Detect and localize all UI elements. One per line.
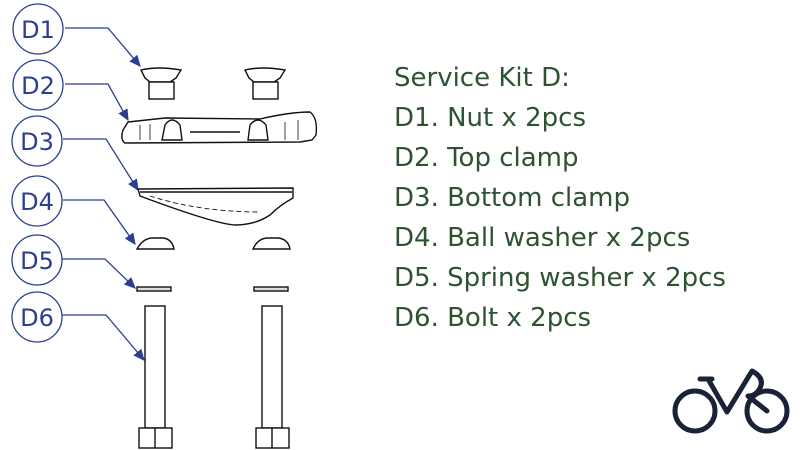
leader-line-d6 — [62, 314, 145, 361]
leader-line-d2 — [65, 83, 129, 122]
exploded-view: D1 D2 D3 D4 D5 D6 — [11, 3, 318, 449]
callout-label-d6: D6 — [20, 304, 54, 332]
top-clamp-part — [121, 111, 318, 144]
nut-part — [243, 67, 287, 100]
callout-label-d3: D3 — [20, 128, 54, 156]
callout-circle-d1 — [12, 3, 64, 55]
callout-circle-d4 — [11, 175, 63, 227]
ball-washer-part — [135, 237, 175, 250]
kit-item-d5: D5. Spring washer x 2pcs — [394, 263, 726, 293]
kit-item-d1: D1. Nut x 2pcs — [394, 103, 587, 133]
callout-circle-d6 — [11, 291, 63, 343]
leader-line-d1 — [65, 27, 141, 67]
callout-label-d4: D4 — [20, 188, 54, 216]
leader-line-d4 — [63, 199, 136, 246]
bottom-clamp-part — [137, 187, 294, 226]
spring-washer-part — [253, 286, 289, 292]
ball-washer-part — [251, 237, 291, 250]
bolt-part — [138, 305, 173, 449]
callout-circle-d5 — [11, 234, 63, 286]
spring-washer-part — [136, 286, 172, 292]
service-kit-list: Service Kit D: D1. Nut x 2pcs D2. Top cl… — [394, 58, 726, 338]
kit-item-d3: D3. Bottom clamp — [394, 183, 631, 213]
kit-title: Service Kit D: — [394, 63, 570, 93]
callout-circle-d3 — [11, 115, 63, 167]
callout-label-d2: D2 — [21, 72, 55, 100]
kit-item-d4: D4. Ball washer x 2pcs — [394, 223, 691, 253]
bolt-part — [255, 305, 290, 449]
bicycle-logo-icon — [672, 368, 790, 434]
leader-line-d5 — [62, 258, 136, 289]
kit-item-d2: D2. Top clamp — [394, 143, 579, 173]
leader-line-d3 — [63, 138, 139, 192]
kit-item-d6: D6. Bolt x 2pcs — [394, 303, 592, 333]
callout-circle-d2 — [12, 59, 64, 111]
callout-label-d1: D1 — [21, 16, 55, 44]
nut-part — [139, 67, 183, 100]
callout-label-d5: D5 — [20, 247, 54, 275]
